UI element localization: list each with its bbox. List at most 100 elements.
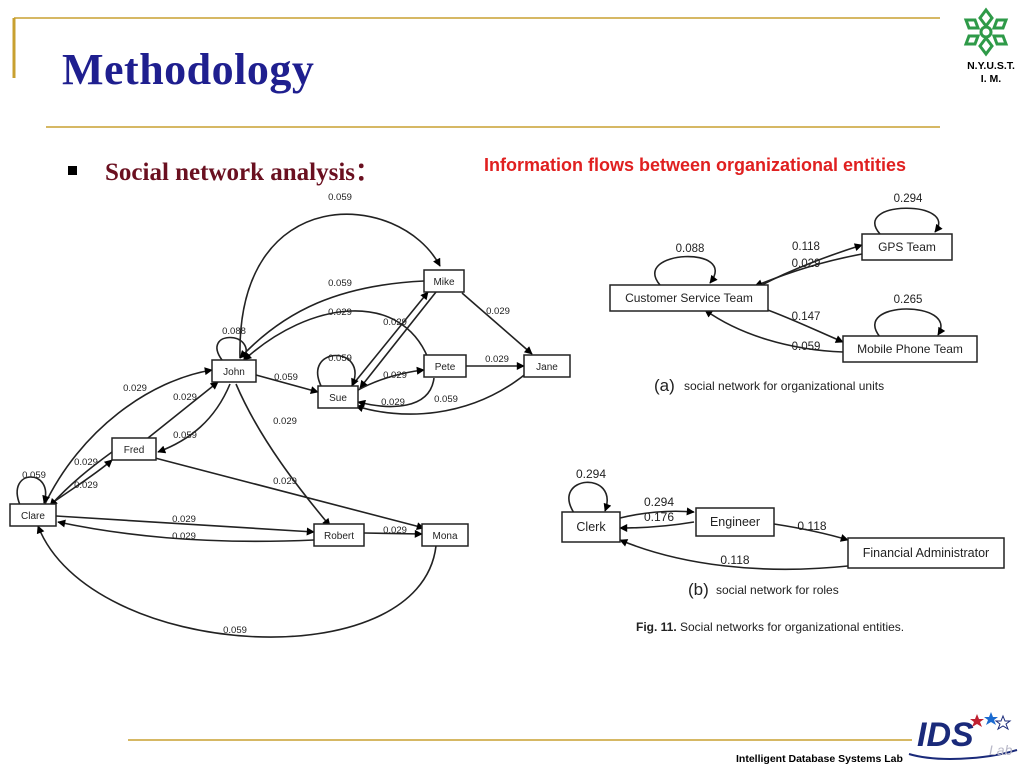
weight-clare-robert: 0.029 [172,514,196,525]
node-label-clerk: Clerk [576,520,606,534]
edge-jane-sue [355,371,529,415]
weight-gps-self: 0.294 [894,193,923,205]
logo-caption: N.Y.U.S.T. I. M. [950,60,1024,86]
node-box-customer-service [609,284,769,312]
weight-gps-cs: 0.029 [792,258,821,270]
edge-clare-self [16,476,50,506]
edge-fred-mona [154,457,425,531]
node-label-jane: Jane [536,362,558,373]
weight-clare-self: 0.059 [22,470,46,481]
ids-logo-letters: IDS [917,716,974,754]
node-label-john: John [223,367,245,378]
edge-mike-jane [461,292,533,355]
node-box-clerk [561,511,621,543]
weight-cs-self: 0.088 [676,243,705,255]
edge-gps-self [874,207,943,235]
weight-pete-sue: 0.029 [381,397,405,408]
edge-fred-clare [49,451,113,507]
weight-mike-sue: 0.029 [383,317,407,328]
weight-cs-mobile: 0.147 [792,311,821,323]
edge-sue-mike [349,291,429,389]
node-box-fred [111,437,157,461]
node-label-mobile-phone: Mobile Phone Team [857,342,963,356]
edge-cs-mobile [764,308,844,343]
edge-cs-self [654,255,718,286]
weight-mobile-self: 0.265 [894,294,923,306]
node-box-mike [423,269,465,293]
edge-robert-clare [57,519,315,543]
weight-clare-john: 0.029 [123,383,147,394]
fig-caption-text: Social networks for organizational entit… [680,620,904,634]
weight-fred-john: 0.029 [173,392,197,403]
node-label-engineer: Engineer [710,515,760,529]
node-box-jane [523,354,571,378]
weight-engineer-clerk: 0.176 [644,510,674,524]
weight-john-fred: 0.059 [173,430,197,441]
edge-robert-mona [363,529,423,538]
edge-mobile-self [874,308,946,338]
weight-fred-mona: 0.029 [273,476,297,487]
logo-caption-line-2: I. M. [980,73,1002,85]
weight-fin-clerk: 0.118 [720,553,749,567]
node-box-mobile-phone [842,335,978,363]
node-label-sue: Sue [329,393,347,404]
edge-john-robert [235,383,331,527]
edge-mona-clare [36,525,437,638]
edge-clare-robert [55,515,315,536]
edge-clerk-self [568,481,612,514]
bullet-square-icon [68,166,77,175]
weight-mike-jane: 0.029 [486,306,510,317]
node-box-financial-admin [847,537,1005,569]
weight-robert-mona: 0.029 [383,525,407,536]
weight-robert-clare: 0.029 [172,531,196,542]
ids-lab-logo-icon: IDS Lab [908,712,1018,760]
weight-john-mike-top: 0.059 [328,192,352,203]
caption-b-letter: (b) [688,580,709,599]
edge-fin-clerk [619,539,849,571]
weight-pete-john: 0.029 [328,307,352,318]
weight-sue-self: 0.059 [328,353,352,364]
node-label-financial-admin: Financial Administrator [863,546,989,560]
node-box-john [211,359,257,383]
weight-mona-clare: 0.059 [223,625,247,636]
edge-pete-john [243,310,429,361]
node-box-mona [421,523,469,547]
weight-pete-jane: 0.029 [485,354,509,365]
weight-clerk-engineer: 0.294 [644,495,674,509]
edge-fred-john [147,381,219,439]
edge-mobile-cs [704,309,844,353]
node-box-robert [313,523,365,547]
node-label-clare: Clare [21,511,45,522]
figure-subtitle: Information flows between organizational… [484,155,907,175]
node-box-pete [423,354,467,378]
weight-clare-fred: 0.029 [74,480,98,491]
node-box-gps-team [861,233,953,261]
edge-john-sue [255,374,319,394]
edge-sue-pete [357,366,425,391]
node-label-mona: Mona [432,531,457,542]
node-box-sue [317,385,359,409]
edge-pete-sue [357,377,435,408]
weight-john-sue: 0.059 [274,372,298,383]
caption-a-letter: (a) [654,376,675,395]
node-box-engineer [695,507,775,537]
fig-caption-label: Fig. 11. [636,620,677,634]
node-box-clare [9,503,57,527]
roles-network-diagram: Clerk Engineer Financial Administrator 0… [561,467,1005,634]
node-label-gps-team: GPS Team [878,240,936,254]
caption-b-text: social network for roles [716,583,839,597]
weight-cs-gps: 0.118 [792,241,820,253]
edge-mike-sue [359,291,437,389]
weight-engineer-fin: 0.118 [797,519,826,533]
footer-lab-name: Intelligent Database Systems Lab [736,753,903,765]
edge-mike-john [239,280,425,359]
weight-sue-pete: 0.029 [383,370,407,381]
weight-john-self: 0.088 [222,326,246,337]
weight-clerk-self: 0.294 [576,467,606,481]
edge-john-mike-top [239,213,441,359]
org-units-network-diagram: GPS Team Customer Service Team Mobile Ph… [609,193,978,395]
weight-jane-sue: 0.059 [434,394,458,405]
node-label-pete: Pete [435,362,456,373]
node-label-mike: Mike [433,277,455,288]
